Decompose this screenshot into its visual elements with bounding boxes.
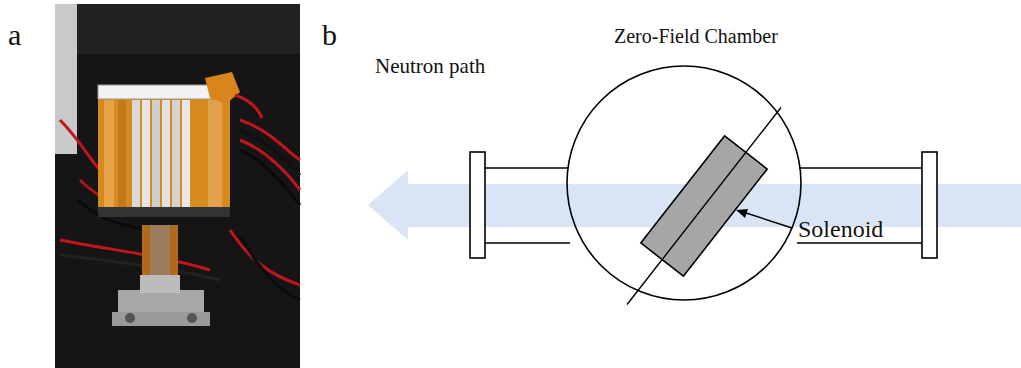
solenoid-symbol: [606, 91, 802, 321]
chamber-outline: [566, 65, 802, 301]
beam-label: Neutron path: [375, 55, 485, 78]
panel-letter: b: [322, 18, 337, 51]
chamber-title: Zero-Field Chamber: [614, 25, 778, 47]
panel-letter: a: [8, 18, 21, 51]
part-label: Solenoid: [798, 216, 883, 242]
chamber-circle: Zero-Field Chamber: [566, 65, 802, 301]
photo-solenoid: [55, 4, 300, 368]
leader-arrow: [736, 209, 792, 228]
